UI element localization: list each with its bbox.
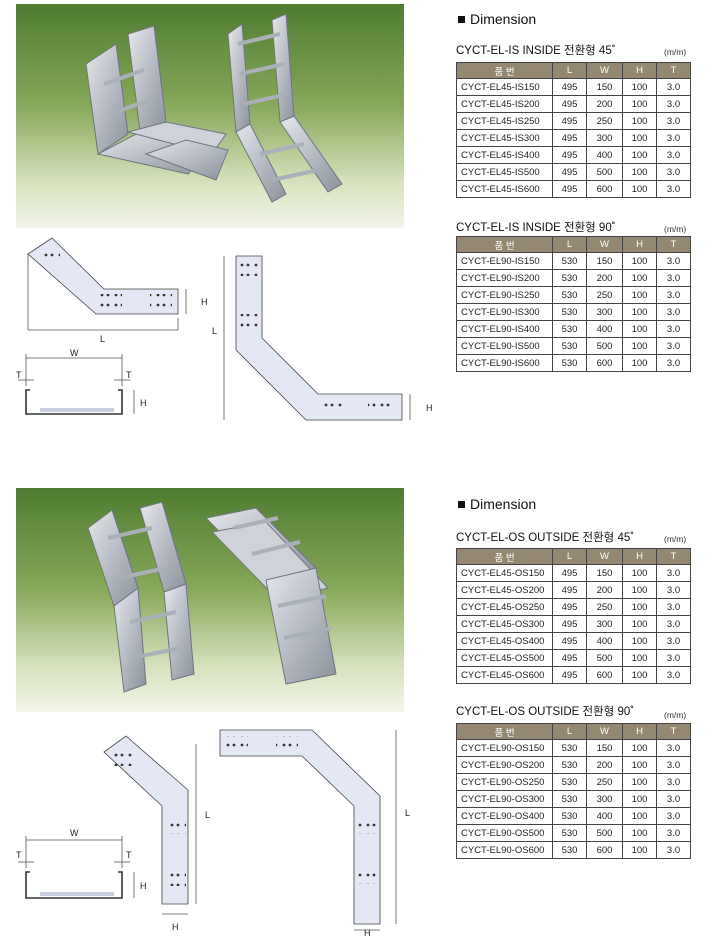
dim-label-height: H: [201, 297, 208, 307]
table-title: CYCT-EL-IS INSIDE 전환형 45˚: [456, 45, 616, 57]
column-header: H: [622, 236, 657, 253]
outside-90-plan-drawing: [219, 729, 397, 931]
dim-label-thickness: T: [126, 370, 132, 380]
column-header: L: [552, 548, 587, 565]
column-header: H: [622, 548, 657, 565]
product-photo-outside-elbows: [16, 488, 404, 712]
square-bullet-icon: [458, 500, 465, 508]
table-cell: CYCT-EL45-IS600: [456, 180, 553, 198]
dim-label-length: L: [205, 810, 210, 820]
cable-tray-elbow-illustration: [87, 501, 337, 693]
dim-label-width: W: [70, 348, 79, 358]
dim-label-thickness: T: [16, 370, 22, 380]
column-header: W: [586, 236, 623, 253]
section-heading: Dimension: [458, 11, 536, 27]
column-header: H: [622, 62, 657, 79]
column-header: 품 번: [456, 723, 553, 740]
table-cell: 3.0: [656, 773, 691, 791]
section-heading-text: Dimension: [470, 496, 537, 512]
unit-label: (m/m): [664, 534, 687, 544]
dim-label-height: H: [364, 928, 371, 938]
table-cell: CYCT-EL45-OS600: [456, 666, 553, 684]
table-title: CYCT-EL-IS INSIDE 전환형 90˚: [456, 222, 616, 234]
column-header: W: [586, 62, 623, 79]
column-header: H: [622, 723, 657, 740]
table-title: CYCT-EL-OS OUTSIDE 전환형 45˚: [456, 532, 635, 544]
square-bullet-icon: [458, 15, 465, 23]
dim-label-thickness: T: [16, 850, 22, 860]
dim-label-length: L: [212, 326, 217, 336]
table-cell: 3.0: [656, 841, 691, 859]
unit-label: (m/m): [664, 710, 687, 720]
table-cell: 3.0: [656, 337, 691, 355]
section-heading: Dimension: [458, 496, 536, 512]
inside-45-plan-drawing: [27, 237, 187, 331]
table-cell: 3.0: [656, 180, 691, 198]
table-cell: 3.0: [656, 354, 691, 372]
dim-label-height: H: [172, 922, 179, 932]
column-header: L: [552, 723, 587, 740]
unit-label: (m/m): [664, 47, 687, 57]
table-cell: 3.0: [656, 666, 691, 684]
outside-45-plan-drawing: [103, 735, 197, 915]
inside-section-drawing: [18, 354, 135, 415]
dim-label-height: H: [426, 403, 433, 413]
section-heading-text: Dimension: [470, 11, 537, 27]
outside-section-drawing: [18, 836, 135, 899]
dim-label-length: L: [405, 808, 410, 818]
unit-label: (m/m): [664, 224, 687, 234]
product-photo-inside-elbows: [16, 4, 404, 228]
dim-label-height: H: [140, 398, 147, 408]
dim-label-length: L: [100, 334, 105, 344]
table-title: CYCT-EL-OS OUTSIDE 전환형 90˚: [456, 706, 635, 718]
dim-label-width: W: [70, 828, 79, 838]
cable-tray-elbow-illustration: [85, 13, 343, 203]
column-header: T: [656, 548, 691, 565]
inside-90-plan-drawing: [223, 255, 411, 421]
dim-label-height: H: [140, 881, 147, 891]
column-header: 품 번: [456, 236, 553, 253]
column-header: L: [552, 236, 587, 253]
column-header: T: [656, 723, 691, 740]
dim-label-thickness: T: [126, 850, 132, 860]
divider-dots: [40, 465, 220, 467]
column-header: T: [656, 236, 691, 253]
